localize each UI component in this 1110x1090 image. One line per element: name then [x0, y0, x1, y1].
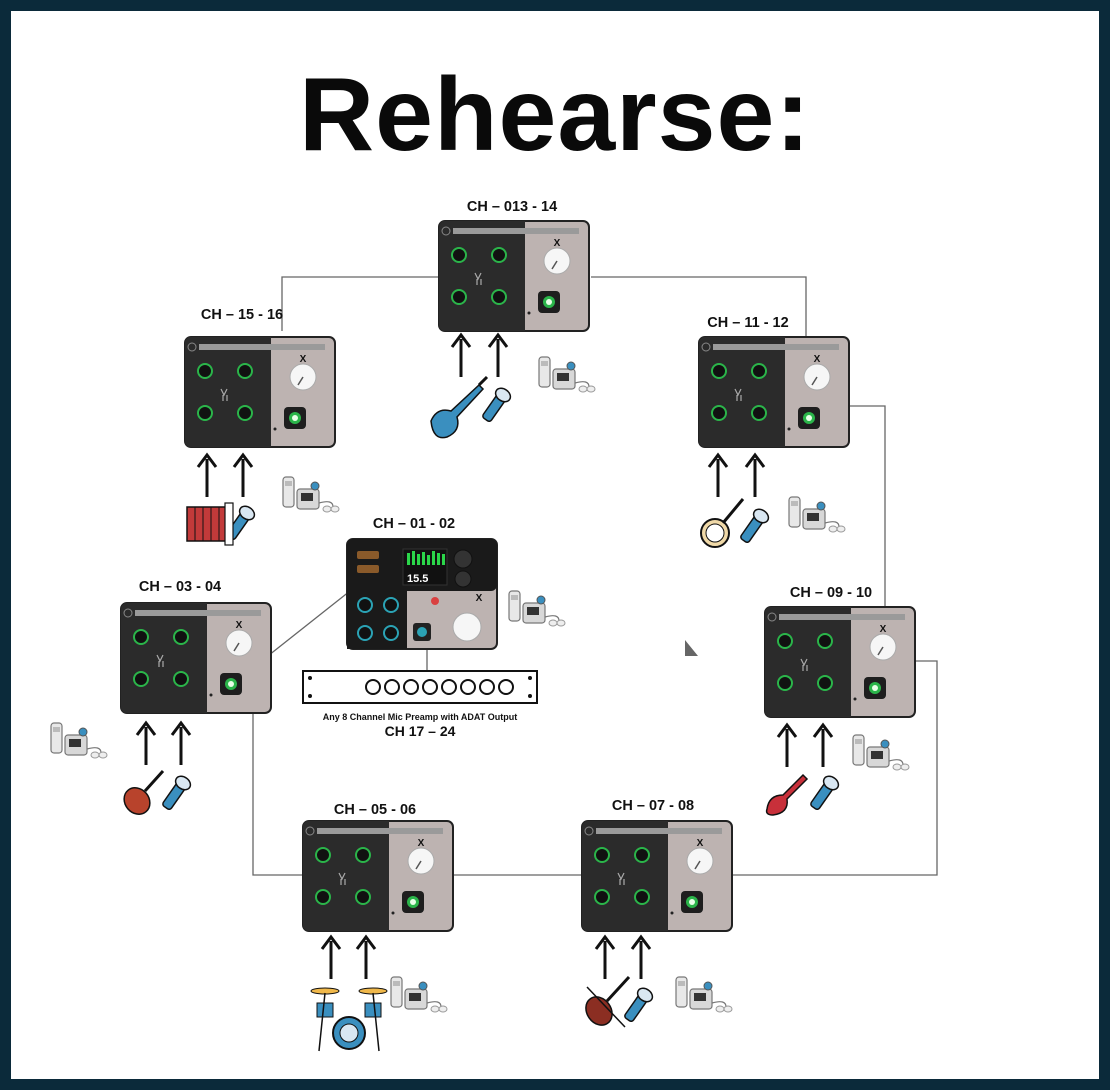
mic-icon	[160, 772, 194, 812]
mic-icon	[738, 505, 772, 545]
interface-unit-ch-03-04: X	[120, 602, 272, 714]
wireless-kit-icon	[675, 976, 733, 1013]
unit-brand-logo: X	[554, 238, 561, 249]
banjo-icon	[700, 498, 745, 548]
unit-label-ch-09-10: CH – 09 - 10	[790, 585, 872, 601]
unit-brand-logo: X	[697, 838, 704, 849]
violin-icon	[585, 975, 631, 1028]
preamp-ports	[365, 679, 514, 695]
unit-brand-logo: X	[880, 624, 887, 635]
wireless-kit-icon	[852, 734, 910, 771]
interface-unit-ch-11-12: X	[698, 336, 850, 448]
preamp-port	[365, 679, 381, 695]
mic-icon	[808, 772, 842, 812]
unit-brand-logo: X	[300, 354, 307, 365]
preamp-channels: CH 17 – 24	[385, 723, 456, 739]
interface-unit-ch-15-16: X	[184, 336, 336, 448]
unit-brand-logo: X	[814, 354, 821, 365]
wireless-kit-icon	[282, 476, 340, 513]
bass-guitar-icon	[430, 375, 489, 439]
unit-brand-logo: X	[418, 838, 425, 849]
diagram-frame: Rehearse:	[11, 11, 1099, 1079]
connection-lines	[252, 276, 938, 876]
wireless-kit-icon	[508, 590, 566, 627]
unit-label-ch-11-12: CH – 11 - 12	[707, 315, 788, 331]
unit-label-ch-03-04: CH – 03 - 04	[139, 579, 221, 595]
preamp-port	[479, 679, 495, 695]
unit-label-ch-01-02: CH – 01 - 02	[373, 516, 455, 532]
mixer-brand-logo: X	[476, 593, 483, 604]
unit-brand-logo: X	[236, 620, 243, 631]
unit-label-ch-07-08: CH – 07 - 08	[612, 798, 694, 814]
wireless-kit-icon	[788, 496, 846, 533]
wireless-kit-icon	[50, 722, 108, 759]
level-meter-icon	[407, 551, 445, 565]
interface-unit-ch-09-10: X	[764, 606, 916, 718]
cursor-icon	[685, 640, 698, 656]
interface-unit-ch-07-08: X	[581, 820, 733, 932]
preamp-port	[460, 679, 476, 695]
accordion-icon	[186, 502, 234, 546]
preamp-port	[384, 679, 400, 695]
preamp-port	[403, 679, 419, 695]
mixer-screen-value: 15.5	[407, 573, 428, 585]
mic-icon	[480, 384, 514, 424]
unit-label-ch-13-14: CH – 013 - 14	[467, 199, 557, 215]
rehearsal-diagram: CH – 013 - 14 CH – 15 - 16 CH – 11 - 12 …	[50, 199, 938, 1052]
wireless-kit-icon	[538, 356, 596, 393]
page-title: Rehearse:	[299, 57, 811, 173]
unit-label-ch-05-06: CH – 05 - 06	[334, 802, 416, 818]
preamp-caption: Any 8 Channel Mic Preamp with ADAT Outpu…	[323, 712, 518, 722]
wireless-kit-icon	[390, 976, 448, 1013]
main-mixer-unit: 15.5 X	[346, 538, 498, 650]
drum-kit-icon	[310, 987, 388, 1052]
preamp-port	[441, 679, 457, 695]
mandolin-icon	[123, 769, 165, 815]
electric-guitar-icon	[765, 773, 809, 816]
unit-labels: CH – 013 - 14 CH – 15 - 16 CH – 11 - 12 …	[139, 199, 872, 818]
preamp-port	[422, 679, 438, 695]
preamp-port	[498, 679, 514, 695]
mic-icon	[622, 984, 656, 1024]
interface-unit-ch-05-06: X	[302, 820, 454, 932]
adat-mic-preamp: Any 8 Channel Mic Preamp with ADAT Outpu…	[302, 670, 538, 739]
unit-label-ch-15-16: CH – 15 - 16	[201, 307, 283, 323]
interface-unit-ch-13-14: X	[438, 220, 590, 332]
